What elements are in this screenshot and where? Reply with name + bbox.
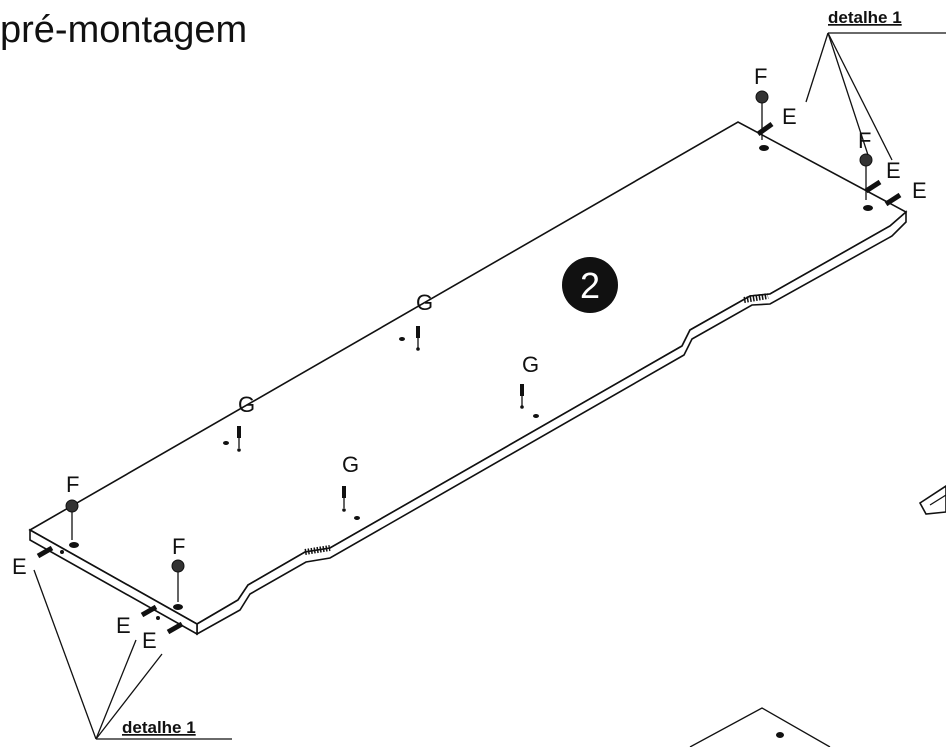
detail-label-bottom: detalhe 1	[122, 718, 196, 737]
cam-lock-f: F	[858, 128, 873, 211]
label-e: E	[886, 158, 901, 183]
label-e: E	[782, 104, 797, 129]
pin-g: G	[223, 392, 255, 452]
label-g: G	[522, 352, 539, 377]
label-g: G	[342, 452, 359, 477]
partial-panel-right	[918, 485, 946, 515]
label-e: E	[912, 178, 927, 203]
step-number: 2	[580, 265, 600, 306]
label-f: F	[66, 472, 79, 497]
label-e: E	[142, 628, 157, 653]
pin-g: G	[342, 452, 360, 520]
label-g: G	[416, 290, 433, 315]
detail-callout-bottom: detalhe 1	[33, 569, 232, 740]
dowels-e	[36, 121, 902, 635]
label-e: E	[12, 554, 27, 579]
label-f: F	[754, 64, 767, 89]
label-e: E	[116, 613, 131, 638]
pin-g: G	[399, 290, 433, 351]
cutout-hatch	[743, 293, 769, 303]
cam-lock-f: F	[171, 534, 185, 610]
cam-lock-f: F	[65, 472, 79, 548]
label-f: F	[172, 534, 185, 559]
panel	[28, 121, 908, 636]
detail-label-top: detalhe 1	[828, 8, 902, 27]
panel-top-face	[28, 121, 908, 625]
cutout-hatch	[304, 545, 331, 555]
label-g: G	[238, 392, 255, 417]
step-badge: 2	[562, 257, 618, 313]
partial-panel-bottom	[689, 707, 831, 747]
panel-front-edge	[196, 210, 907, 636]
page-title: pré-montagem	[0, 9, 247, 51]
detail-callout-top: detalhe 1	[805, 8, 946, 161]
pin-g: G	[520, 352, 539, 418]
